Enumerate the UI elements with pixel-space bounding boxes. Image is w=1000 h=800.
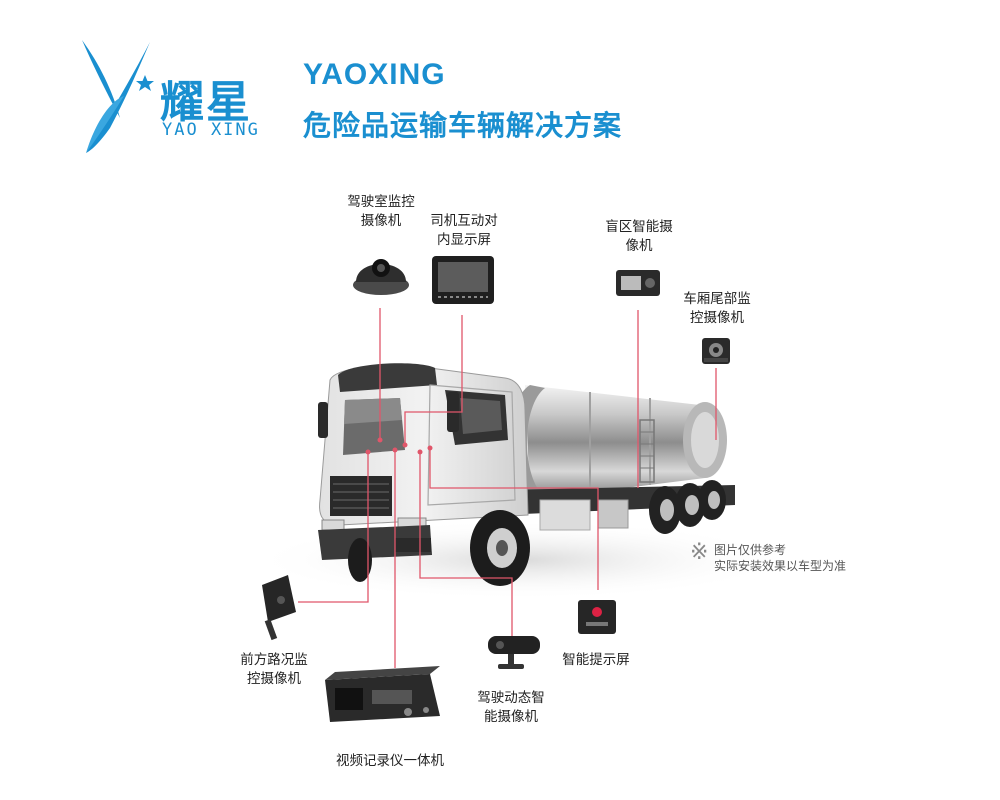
monitor-icon [432,256,494,304]
label-driver-status-camera-line2: 能摄像机 [484,709,538,725]
logo-chinese-text: 耀星 [160,77,252,128]
front-wheels [348,510,530,586]
video-recorder-icon [325,666,440,722]
smart-alert-screen-icon [578,600,616,634]
logo-english-text: YAO XING [162,120,260,140]
label-cab-camera: 驾驶室监控 摄像机 [336,193,426,231]
brand-name: YAOXING [303,58,446,91]
label-video-recorder-line1: 视频记录仪一体机 [336,753,444,769]
label-blind-spot-camera-line1: 盲区智能摄 [605,219,673,235]
label-cab-camera-line2: 摄像机 [360,213,402,229]
label-smart-alert-screen: 智能提示屏 [552,651,640,670]
label-front-road-camera: 前方路况监 控摄像机 [228,651,320,689]
line-smart-alert-screen [429,448,599,590]
note-line1: 图片仅供参考 [714,543,787,557]
label-rear-camera: 车厢尾部监 控摄像机 [672,290,762,328]
note-symbol: ※ [690,540,709,565]
line-front-road-camera [298,452,369,603]
label-front-road-camera-line2: 控摄像机 [247,671,301,687]
label-front-road-camera-line1: 前方路况监 [240,652,308,668]
truck-cab [318,363,529,560]
label-interactive-screen: 司机互动对 内显示屏 [420,212,508,250]
label-driver-status-camera: 驾驶动态智 能摄像机 [466,689,556,727]
label-cab-camera-line1: 驾驶室监控 [347,194,415,210]
label-interactive-screen-line1: 司机互动对 [430,213,498,229]
label-rear-camera-line1: 车厢尾部监 [683,291,751,307]
label-smart-alert-screen-line1: 智能提示屏 [562,652,630,668]
label-rear-camera-line2: 控摄像机 [690,310,744,326]
line-driver-status-camera [419,452,513,638]
note-line2: 实际安装效果以车型为准 [714,559,847,573]
label-video-recorder: 视频记录仪一体机 [320,752,460,771]
rear-camera-icon [702,338,730,364]
solution-title: 危险品运输车辆解决方案 [303,109,623,142]
driver-status-camera-icon [488,636,540,669]
blind-spot-camera-icon [616,270,660,296]
label-blind-spot-camera: 盲区智能摄 像机 [594,218,684,256]
label-blind-spot-camera-line2: 像机 [625,238,653,254]
note-text: 图片仅供参考 实际安装效果以车型为准 [714,542,846,574]
label-interactive-screen-line2: 内显示屏 [437,232,491,248]
dome-camera-icon [353,259,409,295]
line-interactive-screen [404,315,463,445]
tank-body [509,385,727,500]
label-driver-status-camera-line1: 驾驶动态智 [477,690,545,706]
front-road-camera-icon [262,575,296,641]
